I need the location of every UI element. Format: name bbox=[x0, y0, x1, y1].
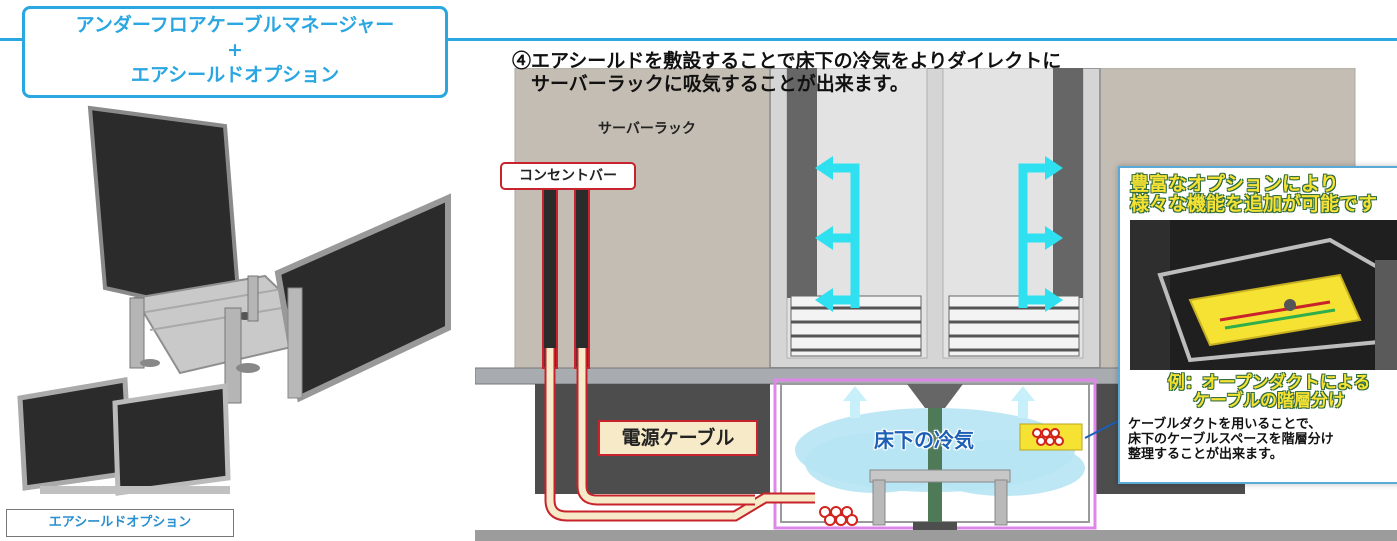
option-title-line-2: 様々な機能を追加が可能です bbox=[1130, 193, 1378, 215]
option-desc-line-3: 整理することが出来ます。 bbox=[1128, 447, 1283, 462]
airflow-arrowheads bbox=[815, 156, 1063, 312]
title-line-1: アンダーフロアケーブルマネージャー bbox=[75, 14, 395, 36]
option-example-line-1: 例：オープンダクトによる bbox=[1167, 373, 1371, 393]
option-desc-line-1: ケーブルダクトを用いることで、 bbox=[1128, 417, 1322, 432]
option-example: 例：オープンダクトによる ケーブルの階層分け bbox=[1134, 374, 1397, 410]
front-air-shield-panel bbox=[274, 193, 451, 403]
airflow-arrows bbox=[830, 163, 1047, 308]
small-panel-back bbox=[17, 377, 133, 491]
option-description: ケーブルダクトを用いることで、 床下のケーブルスペースを階層分け 整理することが… bbox=[1128, 417, 1334, 462]
option-title-line-1: 豊富なオプションにより bbox=[1130, 173, 1339, 195]
option-callout-panel: 豊富なオプションにより 様々な機能を追加が可能です 例：オープンダクトによる ケ… bbox=[1118, 166, 1397, 484]
title-rule bbox=[0, 38, 1397, 41]
server-rack-label: サーバーラック bbox=[598, 121, 696, 137]
support-post-head bbox=[907, 384, 963, 408]
option-example-line-2: ケーブルの階層分け bbox=[1193, 391, 1345, 411]
left-server-rack bbox=[514, 68, 776, 369]
floor-grate-right bbox=[948, 295, 1080, 357]
power-strip-right bbox=[574, 177, 590, 369]
small-panel-front bbox=[112, 383, 231, 496]
outlet-bar-label: コンセントバー bbox=[500, 162, 636, 190]
title-box: アンダーフロアケーブルマネージャー + エアシールドオプション bbox=[22, 6, 448, 98]
upward-air-arrows bbox=[843, 386, 1035, 418]
support-post bbox=[928, 408, 942, 528]
cable-bundle bbox=[819, 506, 858, 526]
air-shield-option-label: エアシールドオプション bbox=[6, 509, 234, 537]
callout-line bbox=[1084, 419, 1121, 439]
option-title: 豊富なオプションにより 様々な機能を追加が可能です bbox=[1130, 174, 1377, 214]
title-line-2: エアシールドオプション bbox=[130, 64, 340, 86]
diagram-heading: ④エアシールドを敷設することで床下の冷気をよりダイレクトに サーバーラックに吸気… bbox=[512, 50, 1061, 96]
heading-line-1: ④エアシールドを敷設することで床下の冷気をよりダイレクトに bbox=[512, 50, 1062, 72]
power-strip-left bbox=[542, 177, 558, 369]
product-illustration bbox=[17, 105, 451, 496]
title-plus: + bbox=[227, 39, 243, 61]
option-desc-line-2: 床下のケーブルスペースを階層分け bbox=[1128, 432, 1334, 447]
underfloor-cold-air-label: 床下の冷気 bbox=[874, 428, 974, 452]
open-duct-photo bbox=[1130, 220, 1397, 370]
power-cable-label: 電源ケーブル bbox=[598, 420, 758, 456]
heading-line-2: サーバーラックに吸気することが出来ます。 bbox=[512, 73, 909, 95]
